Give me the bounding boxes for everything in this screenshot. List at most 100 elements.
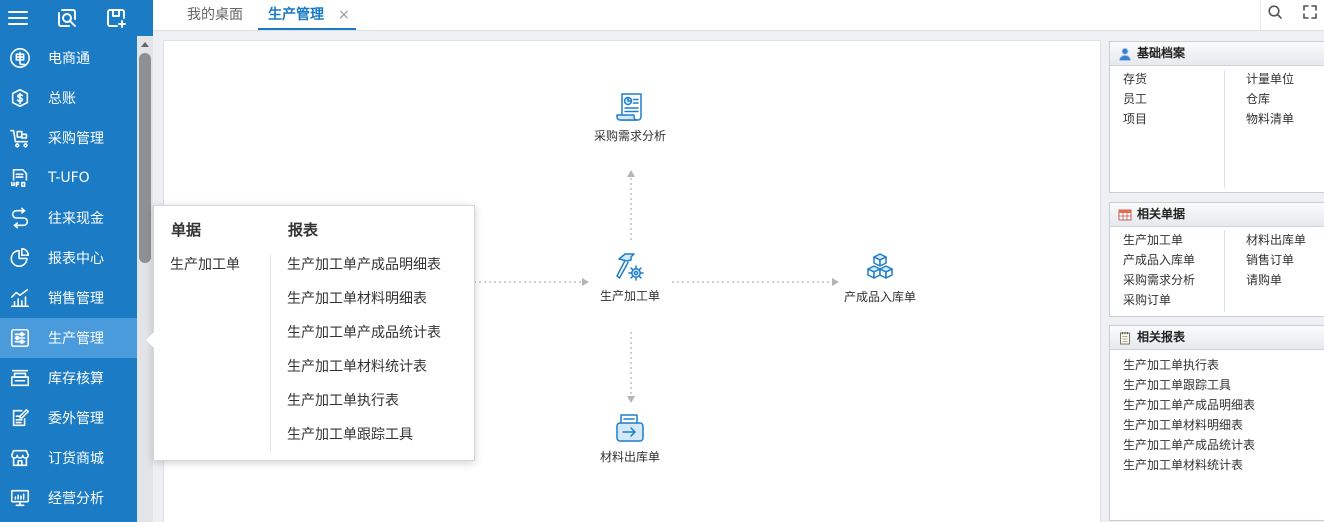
sidebar-item-inventory[interactable]: 库存核算 bbox=[0, 358, 137, 398]
panel-header: 相关报表 bbox=[1110, 326, 1324, 350]
panel-column-left: 生产加工单 产成品入库单 采购需求分析 采购订单 bbox=[1123, 230, 1195, 310]
toolbar-divider bbox=[1260, 0, 1261, 30]
flow-node-finished-goods-receipt[interactable]: 产成品入库单 bbox=[820, 251, 940, 305]
related-report-link[interactable]: 生产加工单产成品明细表 bbox=[1123, 398, 1256, 412]
sales-chart-icon bbox=[9, 287, 31, 309]
basic-archive-link[interactable]: 项目 bbox=[1123, 112, 1148, 126]
flyout-report-item[interactable]: 生产加工单执行表 bbox=[287, 393, 399, 409]
scroll-up-arrow-icon[interactable] bbox=[141, 42, 149, 47]
sidebar-item-ecommerce[interactable]: 电商通 bbox=[0, 38, 137, 78]
sidebar-menu: 电商通 总账 采购管理 T-UFO 往来现金 报表中心 销售管理 生产管理 bbox=[0, 38, 137, 518]
flow-node-label: 生产加工单 bbox=[599, 289, 660, 303]
flow-node-production-order[interactable]: 生产加工单 bbox=[570, 250, 690, 304]
inventory-icon bbox=[9, 367, 31, 389]
panel-title: 相关报表 bbox=[1137, 330, 1186, 344]
notepad-icon bbox=[1118, 331, 1132, 345]
panel-body: 生产加工单 产成品入库单 采购需求分析 采购订单 材料出库单 销售订单 请购单 bbox=[1110, 227, 1324, 316]
related-document-link[interactable]: 材料出库单 bbox=[1246, 233, 1307, 247]
related-report-link[interactable]: 生产加工单产成品统计表 bbox=[1123, 438, 1256, 452]
scrollbar-thumb[interactable] bbox=[139, 53, 151, 263]
tab-production[interactable]: 生产管理 × bbox=[258, 0, 356, 30]
sidebar-item-label: 订货商城 bbox=[48, 451, 104, 467]
flyout-documents-list: 生产加工单 bbox=[170, 255, 240, 289]
sidebar-item-label: 报表中心 bbox=[48, 251, 104, 267]
production-settings-icon bbox=[9, 327, 31, 349]
flyout-report-item[interactable]: 生产加工单材料统计表 bbox=[287, 359, 427, 375]
ufo-report-icon bbox=[9, 167, 31, 189]
flyout-document-item[interactable]: 生产加工单 bbox=[170, 257, 240, 273]
production-flyout-menu: 单据 报表 生产加工单 生产加工单产成品明细表 生产加工单材料明细表 生产加工单… bbox=[146, 205, 475, 461]
purchase-cart-icon bbox=[9, 127, 31, 149]
flyout-report-item[interactable]: 生产加工单产成品统计表 bbox=[287, 325, 441, 341]
flyout-reports-header: 报表 bbox=[288, 221, 319, 239]
panel-report-list: 生产加工单执行表 生产加工单跟踪工具 生产加工单产成品明细表 生产加工单材料明细… bbox=[1123, 355, 1255, 475]
sidebar-item-label: 往来现金 bbox=[48, 211, 104, 227]
sidebar-item-label: 委外管理 bbox=[48, 411, 104, 427]
flow-node-label: 产成品入库单 bbox=[843, 290, 916, 304]
basic-archive-link[interactable]: 仓库 bbox=[1246, 92, 1271, 106]
sidebar-item-report-center[interactable]: 报表中心 bbox=[0, 238, 137, 278]
related-document-link[interactable]: 产成品入库单 bbox=[1123, 253, 1196, 267]
sidebar-item-order-mall[interactable]: 订货商城 bbox=[0, 438, 137, 478]
sidebar-toolbar bbox=[0, 0, 153, 36]
search-icon[interactable] bbox=[1267, 4, 1283, 20]
sidebar-item-production[interactable]: 生产管理 bbox=[0, 318, 137, 358]
flow-node-label: 采购需求分析 bbox=[593, 129, 666, 143]
tab-my-desktop[interactable]: 我的桌面 bbox=[187, 7, 243, 23]
sidebar-item-purchase[interactable]: 采购管理 bbox=[0, 118, 137, 158]
sidebar-item-t-ufo[interactable]: T-UFO bbox=[0, 158, 137, 198]
sidebar-scrollbar[interactable] bbox=[137, 36, 153, 522]
sidebar-item-outsourcing[interactable]: 委外管理 bbox=[0, 398, 137, 438]
arrowhead-to-right bbox=[832, 278, 839, 286]
flyout-reports-list: 生产加工单产成品明细表 生产加工单材料明细表 生产加工单产成品统计表 生产加工单… bbox=[287, 255, 441, 459]
related-report-link[interactable]: 生产加工单材料明细表 bbox=[1123, 418, 1244, 432]
related-document-link[interactable]: 采购需求分析 bbox=[1123, 273, 1196, 287]
flow-arrows bbox=[414, 170, 839, 403]
sidebar-item-label: 采购管理 bbox=[48, 131, 104, 147]
arrowhead-into-center bbox=[582, 278, 589, 286]
basic-archive-panel: 基础档案 存货 员工 项目 计量单位 仓库 物料清单 bbox=[1109, 41, 1324, 193]
sidebar-item-sales[interactable]: 销售管理 bbox=[0, 278, 137, 318]
basic-archive-link[interactable]: 物料清单 bbox=[1246, 112, 1295, 126]
sidebar-item-label: 电商通 bbox=[48, 51, 90, 67]
panel-body: 生产加工单执行表 生产加工单跟踪工具 生产加工单产成品明细表 生产加工单材料明细… bbox=[1110, 350, 1324, 520]
flow-node-demand-analysis[interactable]: 采购需求分析 bbox=[570, 90, 690, 144]
basic-archive-link[interactable]: 计量单位 bbox=[1246, 72, 1295, 86]
sidebar-item-label: 库存核算 bbox=[48, 371, 104, 387]
add-document-icon[interactable] bbox=[104, 6, 128, 30]
table-grid-icon bbox=[1118, 208, 1132, 222]
related-report-link[interactable]: 生产加工单执行表 bbox=[1123, 358, 1220, 372]
flow-node-material-issue[interactable]: 材料出库单 bbox=[570, 411, 690, 465]
flyout-documents-header: 单据 bbox=[171, 221, 202, 239]
arrowhead-down bbox=[627, 396, 635, 403]
analysis-monitor-icon bbox=[9, 487, 31, 509]
sidebar-item-general-ledger[interactable]: 总账 bbox=[0, 78, 137, 118]
tab-label: 生产管理 bbox=[268, 7, 324, 23]
material-out-icon bbox=[613, 411, 647, 445]
panel-title: 相关单据 bbox=[1137, 207, 1186, 221]
panel-column-divider bbox=[1224, 70, 1225, 188]
related-document-link[interactable]: 生产加工单 bbox=[1123, 233, 1184, 247]
sidebar: 电商通 总账 采购管理 T-UFO 往来现金 报表中心 销售管理 生产管理 bbox=[0, 0, 153, 522]
sidebar-item-business-analysis[interactable]: 经营分析 bbox=[0, 478, 137, 518]
related-document-link[interactable]: 销售订单 bbox=[1246, 253, 1295, 267]
close-icon[interactable]: × bbox=[338, 7, 350, 23]
sidebar-item-cash[interactable]: 往来现金 bbox=[0, 198, 137, 238]
related-document-link[interactable]: 采购订单 bbox=[1123, 293, 1172, 307]
hammer-gear-icon bbox=[613, 250, 647, 284]
related-document-link[interactable]: 请购单 bbox=[1246, 273, 1283, 287]
basic-archive-link[interactable]: 存货 bbox=[1123, 72, 1148, 86]
sidebar-item-label: 销售管理 bbox=[48, 291, 104, 307]
related-report-link[interactable]: 生产加工单跟踪工具 bbox=[1123, 378, 1232, 392]
fullscreen-icon[interactable] bbox=[1302, 4, 1318, 20]
cash-flow-icon bbox=[9, 207, 31, 229]
flyout-report-item[interactable]: 生产加工单跟踪工具 bbox=[287, 427, 413, 443]
basic-archive-link[interactable]: 员工 bbox=[1123, 92, 1148, 106]
related-report-link[interactable]: 生产加工单材料统计表 bbox=[1123, 458, 1244, 472]
flyout-divider bbox=[270, 255, 271, 452]
store-icon bbox=[9, 447, 31, 469]
search-document-icon[interactable] bbox=[55, 6, 79, 30]
flyout-report-item[interactable]: 生产加工单产成品明细表 bbox=[287, 257, 441, 273]
flyout-report-item[interactable]: 生产加工单材料明细表 bbox=[287, 291, 427, 307]
hamburger-icon[interactable] bbox=[6, 6, 30, 30]
